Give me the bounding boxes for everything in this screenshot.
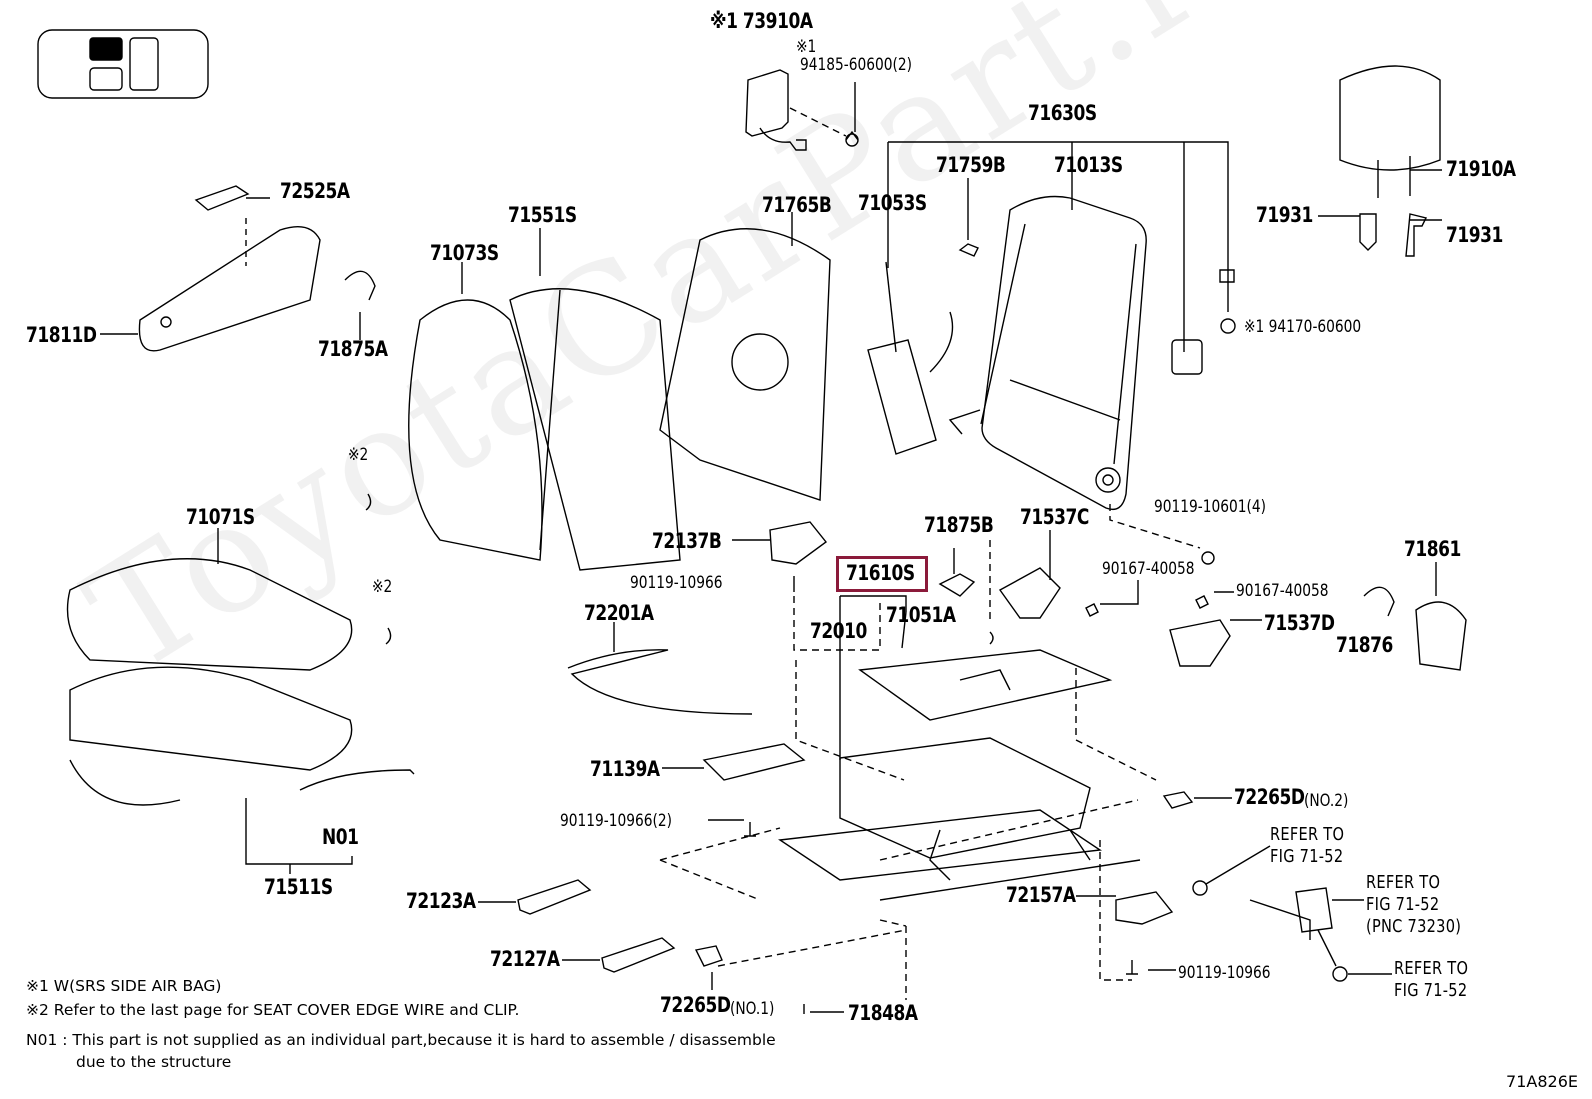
seat-track [778, 737, 1141, 901]
part-label-72201a[interactable]: 72201A [584, 601, 654, 625]
note-marker-2-upper: ※2 [348, 445, 369, 465]
refer-label-3-line2[interactable]: FIG 71-52 [1394, 980, 1468, 1001]
armrest-part [138, 185, 376, 352]
part-label-71931-left[interactable]: 71931 [1256, 203, 1313, 227]
lumbar-support [867, 261, 954, 455]
selected-part-highlight [836, 556, 928, 592]
part-label-90119-10966-lower[interactable]: 90119-10966 [1178, 963, 1271, 983]
part-label-71071s[interactable]: 71071S [186, 505, 255, 529]
part-label-72127a[interactable]: 72127A [490, 947, 560, 971]
refer-label-3-line1: REFER TO [1394, 958, 1469, 979]
part-label-71511s[interactable]: 71511S [264, 875, 333, 899]
part-label-71811d[interactable]: 71811D [26, 323, 97, 347]
part-label-71537c[interactable]: 71537C [1020, 505, 1089, 529]
part-label-72137b[interactable]: 72137B [652, 529, 722, 553]
part-label-n01[interactable]: N01 [322, 825, 359, 849]
part-label-94185-60600[interactable]: 94185-60600(2) [800, 55, 913, 75]
part-label-71139a[interactable]: 71139A [590, 757, 660, 781]
side-airbag-part [745, 69, 859, 151]
footnote-n01: N01 : This part is not supplied as an in… [26, 1031, 776, 1049]
note-marker-2-lower: ※2 [372, 577, 393, 597]
part-label-90167-40058-right[interactable]: 90167-40058 [1236, 581, 1329, 601]
part-label-72157a[interactable]: 72157A [1006, 883, 1076, 907]
part-label-94170-60600[interactable]: ※1 94170-60600 [1244, 317, 1362, 337]
seatback-board [659, 228, 831, 501]
part-label-72265d-no2-suffix: (NO.2) [1304, 791, 1349, 811]
seatback-frame [948, 195, 1147, 511]
part-label-71610s[interactable]: 71610S [846, 561, 915, 585]
footnote-2: ※2 Refer to the last page for SEAT COVER… [26, 1001, 520, 1019]
seat-frame-top [858, 649, 1113, 721]
part-label-71848a[interactable]: 71848A [848, 1001, 918, 1025]
part-label-71537d[interactable]: 71537D [1264, 611, 1335, 635]
part-label-72123a[interactable]: 72123A [406, 889, 476, 913]
part-label-90119-10966-2[interactable]: 90119-10966(2) [560, 811, 673, 831]
part-label-72010[interactable]: 72010 [810, 619, 867, 643]
seat-position-indicator [37, 29, 209, 99]
part-label-71861[interactable]: 71861 [1404, 537, 1461, 561]
footnote-n01-cont: due to the structure [76, 1053, 232, 1071]
refer-label-2-line1: REFER TO [1366, 872, 1441, 893]
refer-label-1-line2[interactable]: FIG 71-52 [1270, 846, 1344, 867]
diagram-code: 71A826E [1506, 1072, 1578, 1091]
part-label-72525a[interactable]: 72525A [280, 179, 350, 203]
part-label-71013s[interactable]: 71013S [1054, 153, 1123, 177]
part-label-71073s[interactable]: 71073S [430, 241, 499, 265]
refer-label-2-line2[interactable]: FIG 71-52 [1366, 894, 1440, 915]
part-label-90119-10601[interactable]: 90119-10601(4) [1154, 497, 1267, 517]
seatback-cover [408, 288, 681, 571]
part-label-71910a[interactable]: 71910A [1446, 157, 1516, 181]
part-label-71630s[interactable]: 71630S [1028, 101, 1097, 125]
part-label-71876[interactable]: 71876 [1336, 633, 1393, 657]
part-label-90119-10966-upper[interactable]: 90119-10966 [630, 573, 723, 593]
part-label-71931-right[interactable]: 71931 [1446, 223, 1503, 247]
seat-cushion-cover [66, 558, 353, 806]
part-label-71765b[interactable]: 71765B [762, 193, 832, 217]
refer-label-1-line1: REFER TO [1270, 824, 1345, 845]
part-label-90167-40058-left[interactable]: 90167-40058 [1102, 559, 1195, 579]
headrest [1339, 65, 1441, 257]
part-label-71875b[interactable]: 71875B [924, 513, 994, 537]
refer-label-2-line3: (PNC 73230) [1366, 916, 1462, 937]
part-label-72265d-no1[interactable]: 72265D [660, 993, 731, 1017]
part-label-71875a[interactable]: 71875A [318, 337, 388, 361]
part-label-71051a[interactable]: 71051A [886, 603, 956, 627]
part-label-72265d-no2[interactable]: 72265D [1234, 785, 1305, 809]
note-marker-1: ※1 [796, 37, 817, 57]
part-label-72265d-no1-suffix: (NO.1) [730, 999, 775, 1019]
part-label-71759b[interactable]: 71759B [936, 153, 1006, 177]
part-label-71053s[interactable]: 71053S [858, 191, 927, 215]
part-label-71551s[interactable]: 71551S [508, 203, 577, 227]
footnote-1: ※1 W(SRS SIDE AIR BAG) [26, 977, 222, 995]
part-label-73910a[interactable]: ※1 73910A [710, 9, 813, 33]
